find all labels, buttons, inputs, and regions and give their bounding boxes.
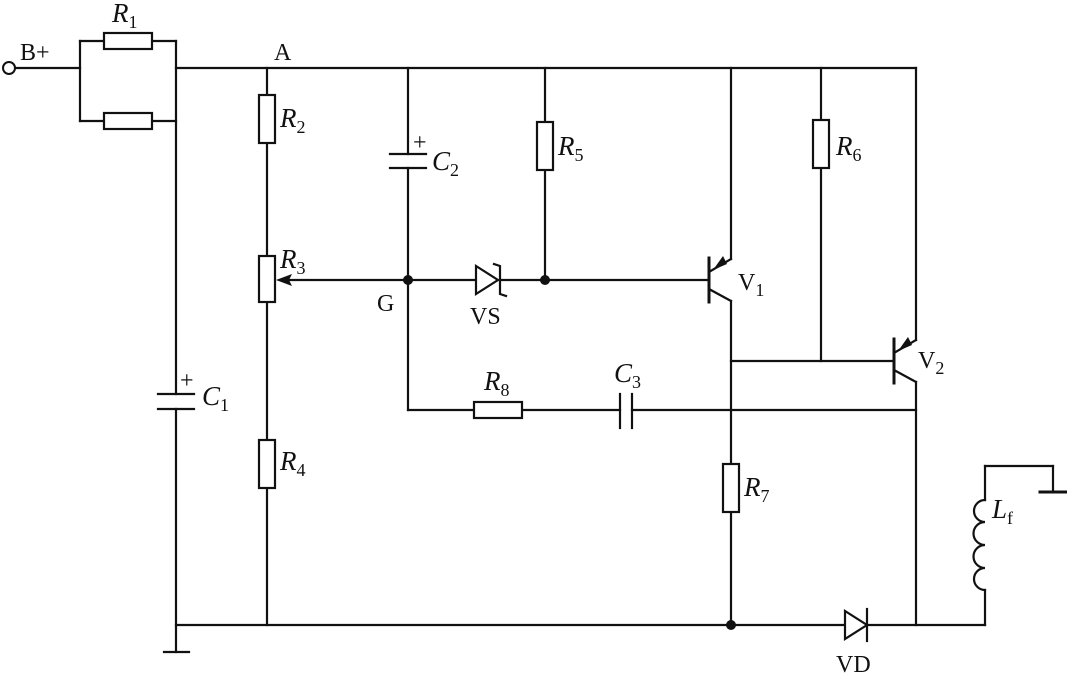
label-c1-plus: + (180, 368, 194, 394)
resistor-r1-top (102, 31, 154, 51)
label-c3: C3 (614, 358, 641, 392)
label-c1: C1 (202, 381, 229, 415)
capacitor-c2 (388, 152, 428, 170)
junction-bottom (726, 620, 736, 630)
potentiometer-r3 (257, 254, 277, 304)
label-c2: C2 (432, 146, 459, 180)
label-r8: R8 (483, 366, 510, 400)
wires (14, 39, 1055, 654)
label-r1: R1 (111, 0, 138, 32)
transistor-v2 (892, 337, 918, 385)
label-node-a: A (274, 40, 292, 66)
r3-wiper-arrow (276, 274, 292, 286)
label-r3: R3 (279, 244, 306, 278)
label-r5: R5 (557, 131, 584, 165)
label-lf: Lf (991, 494, 1013, 528)
diode-vd (843, 607, 870, 643)
resistor-r6 (811, 118, 831, 170)
label-v2: V2 (918, 348, 944, 378)
label-r6: R6 (835, 131, 862, 165)
label-supply: B+ (20, 40, 50, 66)
supply-terminal (2, 61, 16, 75)
capacitor-c3 (618, 392, 634, 430)
inductor-lf (972, 498, 987, 592)
resistor-r7 (721, 462, 741, 514)
transistor-v1 (707, 256, 733, 304)
label-vs: VS (470, 304, 501, 330)
label-node-g: G (377, 291, 394, 317)
label-r2: R2 (279, 103, 306, 137)
label-v1: V1 (738, 270, 764, 300)
resistor-r4 (257, 438, 277, 490)
junction-r5 (540, 275, 550, 285)
label-r4: R4 (279, 446, 306, 480)
resistor-r8 (472, 400, 524, 420)
zener-diode-vs (474, 262, 508, 298)
resistor-r5 (535, 120, 555, 172)
capacitor-c1 (156, 392, 196, 411)
label-vd: VD (836, 652, 871, 676)
label-r7: R7 (743, 472, 770, 506)
junction-g (403, 275, 413, 285)
resistor-r2 (257, 93, 277, 145)
resistor-r1-bottom (102, 111, 154, 131)
label-c2-plus: + (413, 130, 427, 156)
